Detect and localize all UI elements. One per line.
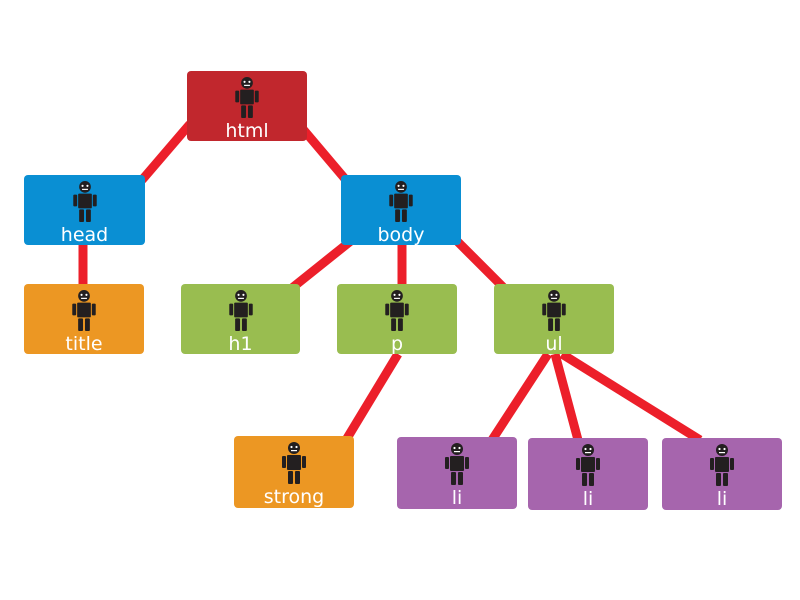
- person-icon: [282, 442, 306, 484]
- node-label: strong: [263, 486, 325, 508]
- person-icon: [235, 76, 259, 119]
- person-icon: [72, 289, 96, 332]
- node-strong: strong: [234, 436, 354, 508]
- node-label: p: [390, 333, 404, 355]
- person-icon: [389, 180, 413, 223]
- node-title: title: [24, 284, 144, 354]
- node-head: head: [24, 175, 145, 245]
- person-icon: [445, 443, 469, 485]
- node-html: html: [187, 71, 307, 141]
- edge-html-body: [298, 125, 350, 183]
- person-icon: [72, 180, 97, 223]
- edge-p-strong: [342, 351, 402, 443]
- person-icon: [576, 444, 600, 486]
- node-label: li: [716, 488, 728, 510]
- edge-html-head: [138, 121, 194, 183]
- edge-body-ul: [450, 234, 508, 292]
- person-icon: [228, 289, 253, 332]
- node-body: body: [341, 175, 461, 245]
- node-label: head: [60, 224, 109, 246]
- edge-ul-li3: [559, 350, 703, 444]
- node-label: html: [225, 120, 269, 142]
- person-icon: [385, 289, 409, 332]
- edge-body-h1: [289, 236, 355, 292]
- node-li-3: li: [662, 438, 782, 510]
- edge-ul-li2: [550, 352, 583, 442]
- node-p: p: [337, 284, 457, 354]
- person-icon: [542, 289, 566, 332]
- person-icon: [710, 444, 734, 486]
- edge-ul-li1: [488, 351, 552, 443]
- node-label: ul: [545, 333, 563, 355]
- node-label: h1: [228, 333, 253, 355]
- node-label: body: [377, 224, 425, 246]
- node-label: title: [65, 333, 103, 355]
- node-h1: h1: [181, 284, 300, 354]
- node-ul: ul: [494, 284, 614, 354]
- node-li-2: li: [528, 438, 648, 510]
- node-label: li: [582, 488, 594, 510]
- node-label: li: [451, 487, 463, 509]
- node-li-1: li: [397, 437, 517, 509]
